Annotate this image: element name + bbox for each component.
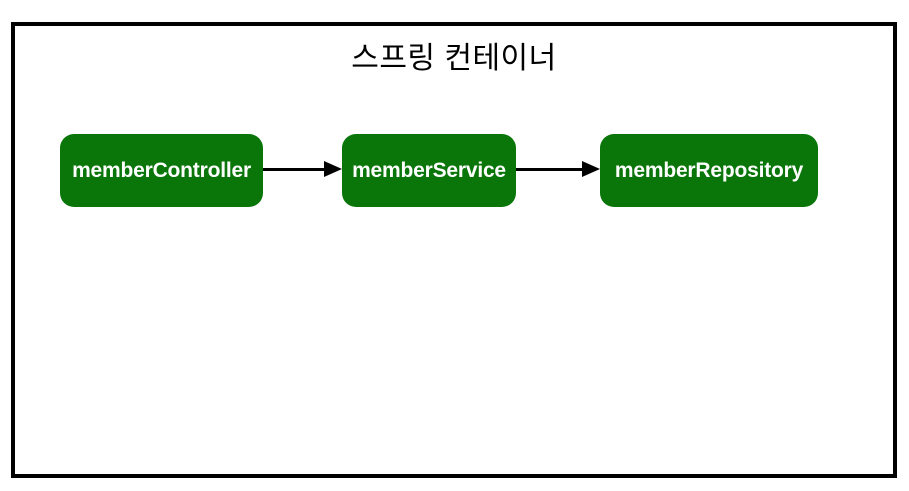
arrow-service-to-repository xyxy=(516,161,600,177)
arrow-head-icon xyxy=(324,161,342,177)
arrow-head-icon xyxy=(582,161,600,177)
node-member-repository: memberRepository xyxy=(600,134,818,207)
diagram-title: 스프링 컨테이너 xyxy=(351,42,557,75)
arrow-controller-to-service xyxy=(263,161,342,177)
arrow-line xyxy=(516,167,582,171)
node-member-controller: memberController xyxy=(60,134,263,207)
arrow-line xyxy=(263,167,324,171)
node-member-service: memberService xyxy=(342,134,516,207)
spring-container-frame: 스프링 컨테이너 memberController memberService … xyxy=(11,22,897,478)
